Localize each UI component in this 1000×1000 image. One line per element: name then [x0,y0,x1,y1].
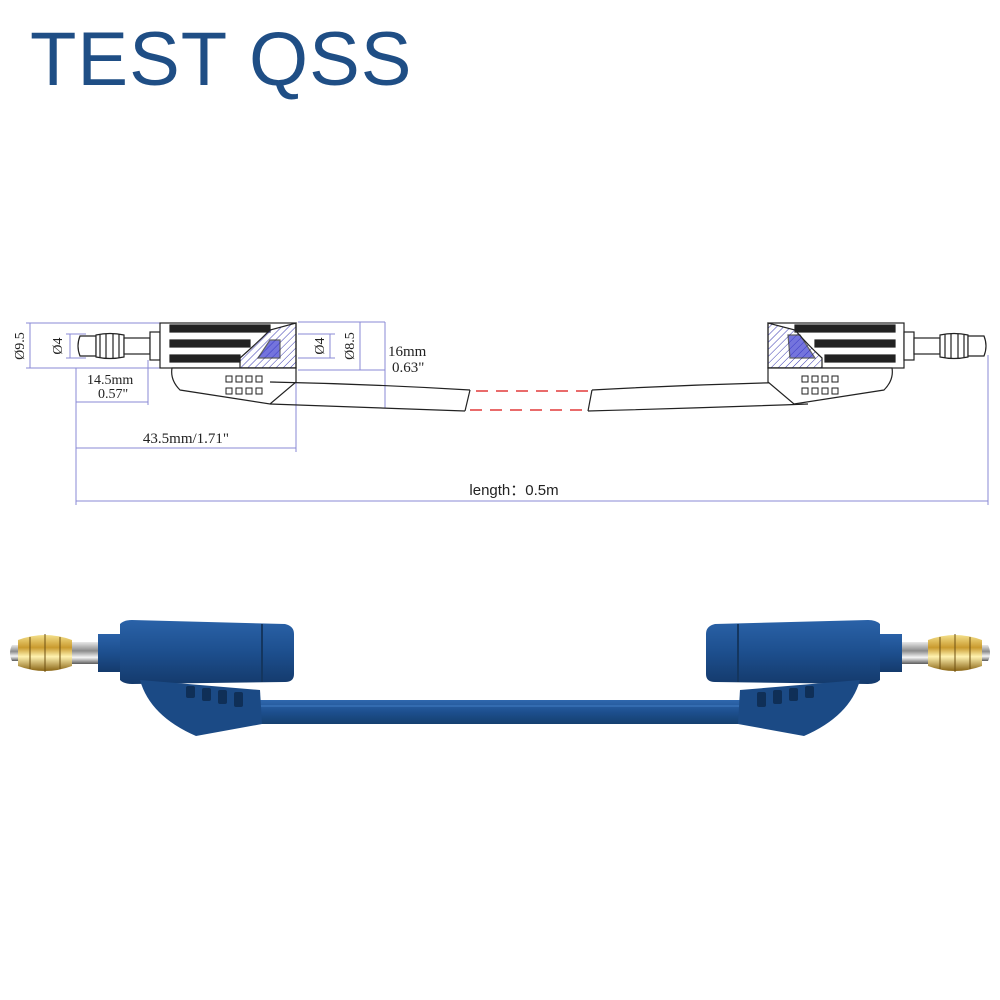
right-plug-render [706,620,990,736]
total-length-label: length：0.5m [469,482,558,499]
brand-title: TEST QSS [30,17,413,102]
cable-diameter-in: 0.63" [392,360,424,376]
dimension-dia-8-5: Ø8.5 [343,332,358,360]
cable-drawing [269,381,809,412]
cable-diameter-mm: 16mm [388,344,427,360]
dimension-dia-4-right: Ø4 [313,337,328,354]
right-connector-drawing [767,322,987,405]
left-plug-render [10,620,294,736]
dimension-lines [26,321,989,505]
left-connector-drawing [77,322,297,405]
plug-length-in: 0.57" [98,387,128,402]
cable-render [250,700,750,724]
dimension-dia-9-5: Ø9.5 [13,332,28,360]
connector-length: 43.5mm/1.71" [143,431,229,447]
dimension-dia-4-left: Ø4 [51,337,66,354]
product-render [10,620,990,736]
break-marker [470,390,588,411]
plug-length-mm: 14.5mm [87,373,133,388]
